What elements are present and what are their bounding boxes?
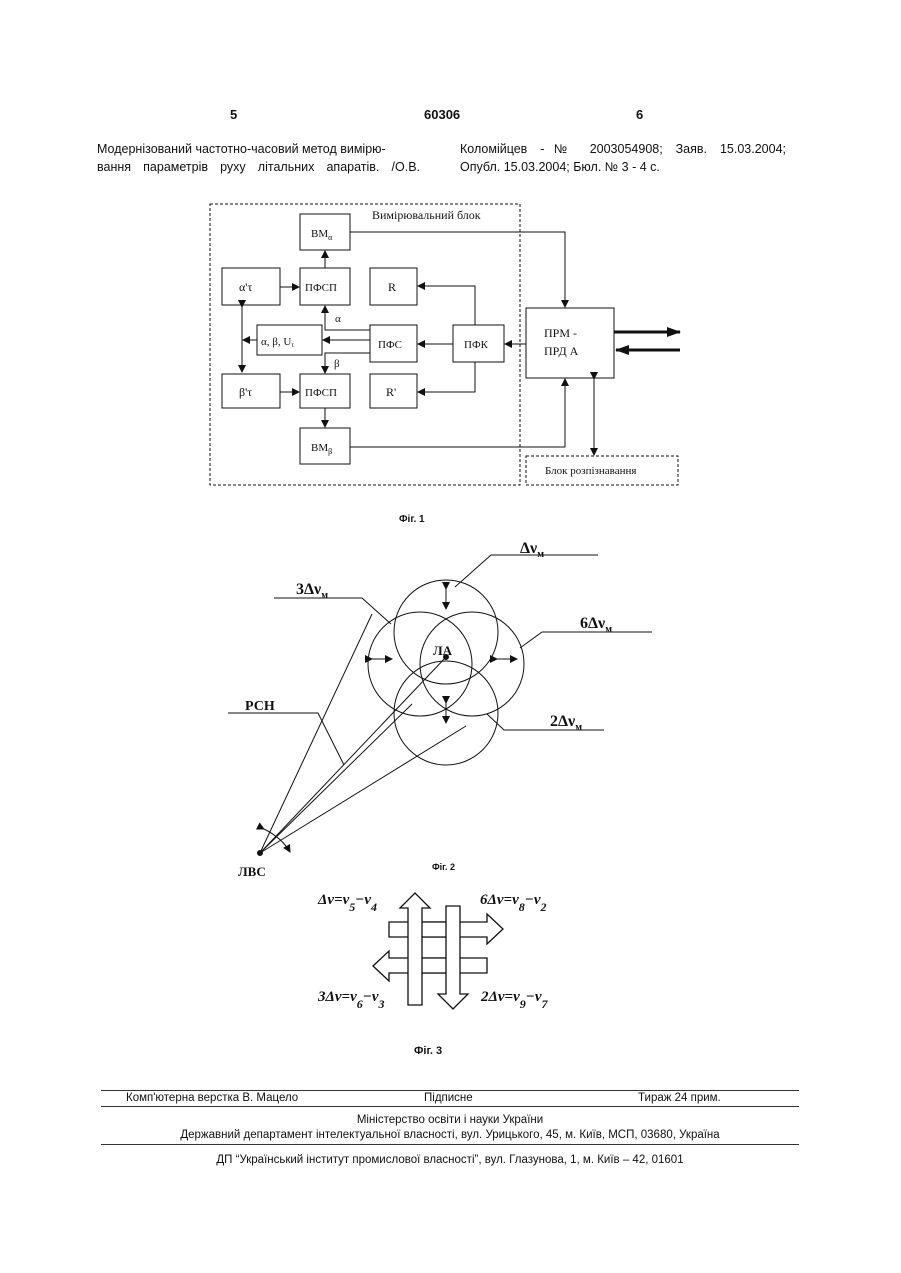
label-br: 2Δν=ν9−ν7 xyxy=(480,989,549,1011)
fig2-diagram xyxy=(228,555,652,856)
measuring-block-label: Вимірювальний блок xyxy=(372,208,481,222)
r-top-label: R xyxy=(388,280,396,294)
pfs-label: ПФС xyxy=(378,339,402,351)
label-bl: 3Δν=ν6−ν3 xyxy=(317,989,385,1011)
label-lvs: ЛВС xyxy=(238,864,266,879)
label-tr: 6Δν=ν8−ν2 xyxy=(480,892,547,914)
fig2-labels: Δνм 3Δνм 6Δνм 2Δνм ЛА РСН ЛВС xyxy=(238,540,612,879)
footer-rule-mid xyxy=(101,1106,799,1107)
vm-alpha-label: ВМα xyxy=(311,228,333,242)
footer-layout: Комп'ютерна верстка В. Мацело xyxy=(126,1092,298,1104)
label-la: ЛА xyxy=(433,643,453,658)
arrow-up xyxy=(400,893,430,1005)
fig2-caption: Фіг. 2 xyxy=(432,862,455,872)
footer-institute: ДП “Український інститут промислової вла… xyxy=(101,1154,799,1166)
pfk-label: ПФК xyxy=(464,339,489,351)
fig1-labels: Вимірювальний блок ВМα α'τ ПФСП R α α, β… xyxy=(239,208,636,477)
footer-signed: Підписне xyxy=(424,1092,473,1104)
recognition-block-label: Блок розпізнавання xyxy=(545,465,636,477)
footer-circulation: Тираж 24 прим. xyxy=(638,1092,721,1104)
r-bottom-label: R' xyxy=(386,385,396,399)
label-dnu-top: Δνм xyxy=(520,540,544,560)
fig3-labels: Δν=ν5−ν4 6Δν=ν8−ν2 3Δν=ν6−ν3 2Δν=ν9−ν7 xyxy=(317,892,549,1011)
label-rsn: РСН xyxy=(245,699,275,714)
alpha-signal-label: α xyxy=(335,313,341,325)
pfsp-bottom-label: ПФСП xyxy=(305,387,337,399)
fig1-caption: Фіг. 1 xyxy=(399,514,425,525)
pfsp-top-label: ПФСП xyxy=(305,282,337,294)
prm-box xyxy=(526,308,614,378)
label-tl: Δν=ν5−ν4 xyxy=(317,892,377,914)
vm-beta-label: ВМβ xyxy=(311,442,332,456)
footer-department: Державний департамент інтелектуальної вл… xyxy=(101,1129,799,1141)
prm-line1: ПРМ - xyxy=(544,326,577,340)
footer-rule-bottom xyxy=(101,1144,799,1145)
fig3-caption: Фіг. 3 xyxy=(414,1045,442,1057)
beta-signal-label: β xyxy=(334,358,340,370)
alpha-tau-label: α'τ xyxy=(239,280,252,294)
footer-rule-top xyxy=(101,1090,799,1091)
beta-tau-label: β'τ xyxy=(239,385,252,399)
footer-ministry: Міністерство освіти і науки України xyxy=(101,1114,799,1126)
params-label: α, β, Uτ xyxy=(261,336,294,349)
prm-line2: ПРД А xyxy=(544,344,579,358)
